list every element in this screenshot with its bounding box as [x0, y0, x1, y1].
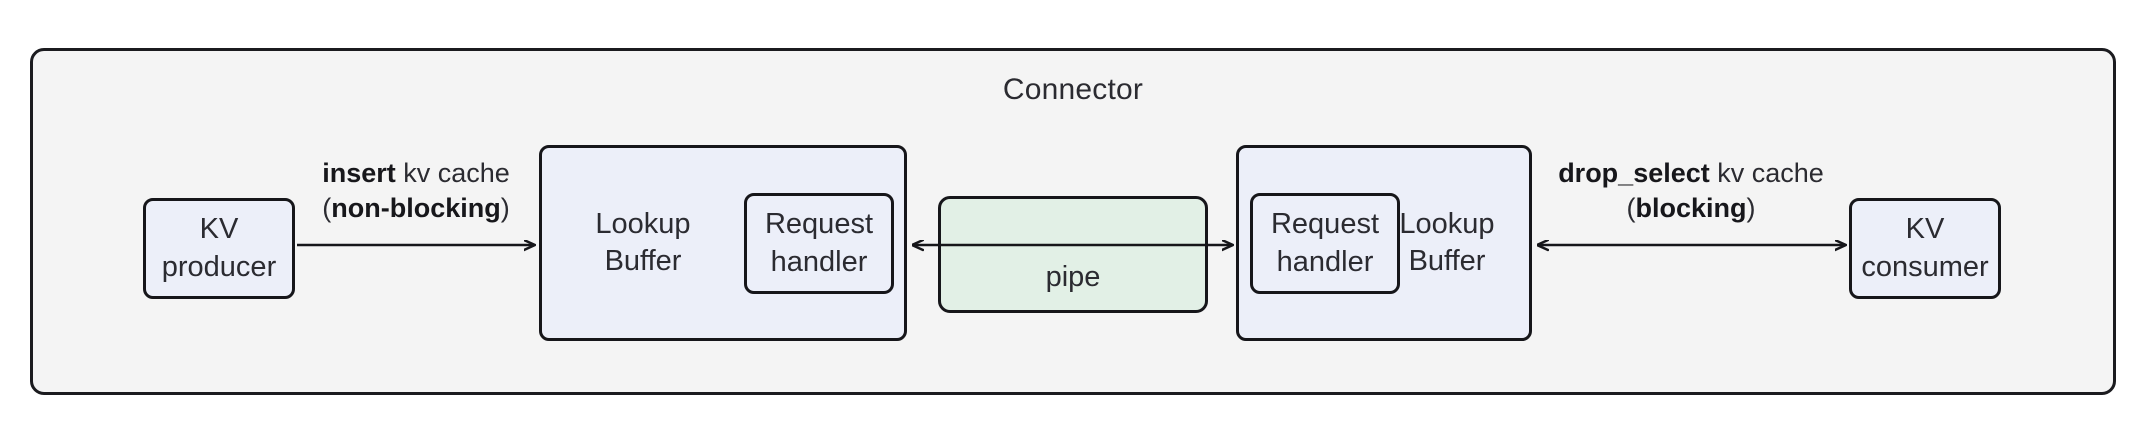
- edge-label-drop-select-line2: (blocking): [1532, 191, 1850, 226]
- edge-label-drop-select-suffix: kv cache: [1709, 158, 1824, 188]
- node-pipe-label: pipe: [1045, 260, 1101, 293]
- edge-label-insert-line1: insert kv cache: [296, 156, 536, 191]
- connector-title: Connector: [1002, 73, 1144, 106]
- edge-label-drop-select-mode: blocking: [1635, 193, 1747, 224]
- edge-label-insert-paren-open: (: [322, 193, 332, 224]
- edge-label-insert: insert kv cache (non-blocking): [296, 156, 536, 226]
- edge-label-insert-op: insert: [322, 158, 396, 188]
- edge-label-insert-mode: non-blocking: [331, 193, 501, 224]
- edge-label-drop-select-paren-open: (: [1626, 193, 1636, 224]
- edge-label-insert-suffix: kv cache: [395, 158, 510, 188]
- edge-label-insert-line2: (non-blocking): [296, 191, 536, 226]
- edge-label-drop-select: drop_select kv cache (blocking): [1532, 156, 1850, 226]
- edge-label-drop-select-line1: drop_select kv cache: [1532, 156, 1850, 191]
- node-pipe[interactable]: pipe: [938, 196, 1208, 313]
- edge-label-drop-select-paren-close: ): [1746, 193, 1756, 224]
- edge-label-drop-select-op: drop_select: [1558, 158, 1710, 188]
- edge-label-insert-paren-close: ): [500, 193, 510, 224]
